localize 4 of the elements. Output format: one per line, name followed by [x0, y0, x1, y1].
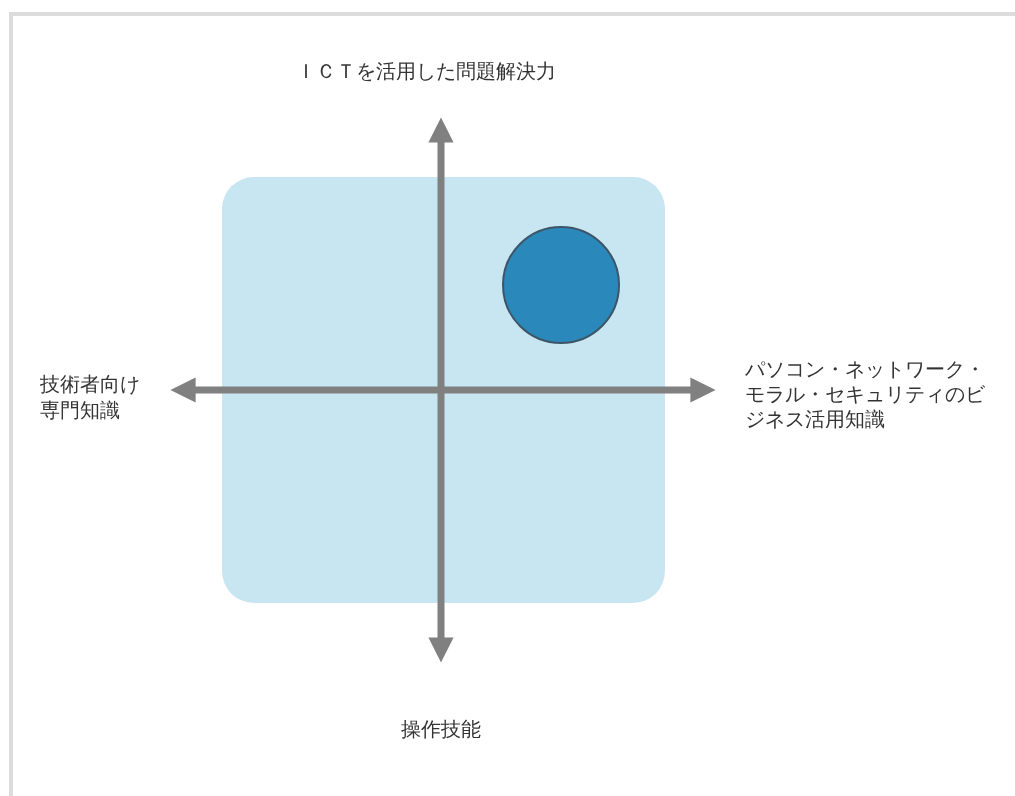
- axis-label: 技術者向け専門知識: [40, 371, 141, 423]
- axis-label: ＩＣＴを活用した問題解決力: [296, 58, 557, 84]
- axis-label: パソコン・ネットワーク・モラル・セキュリティのビジネス活用知識: [745, 357, 986, 432]
- axis-label: 操作技能: [400, 716, 482, 742]
